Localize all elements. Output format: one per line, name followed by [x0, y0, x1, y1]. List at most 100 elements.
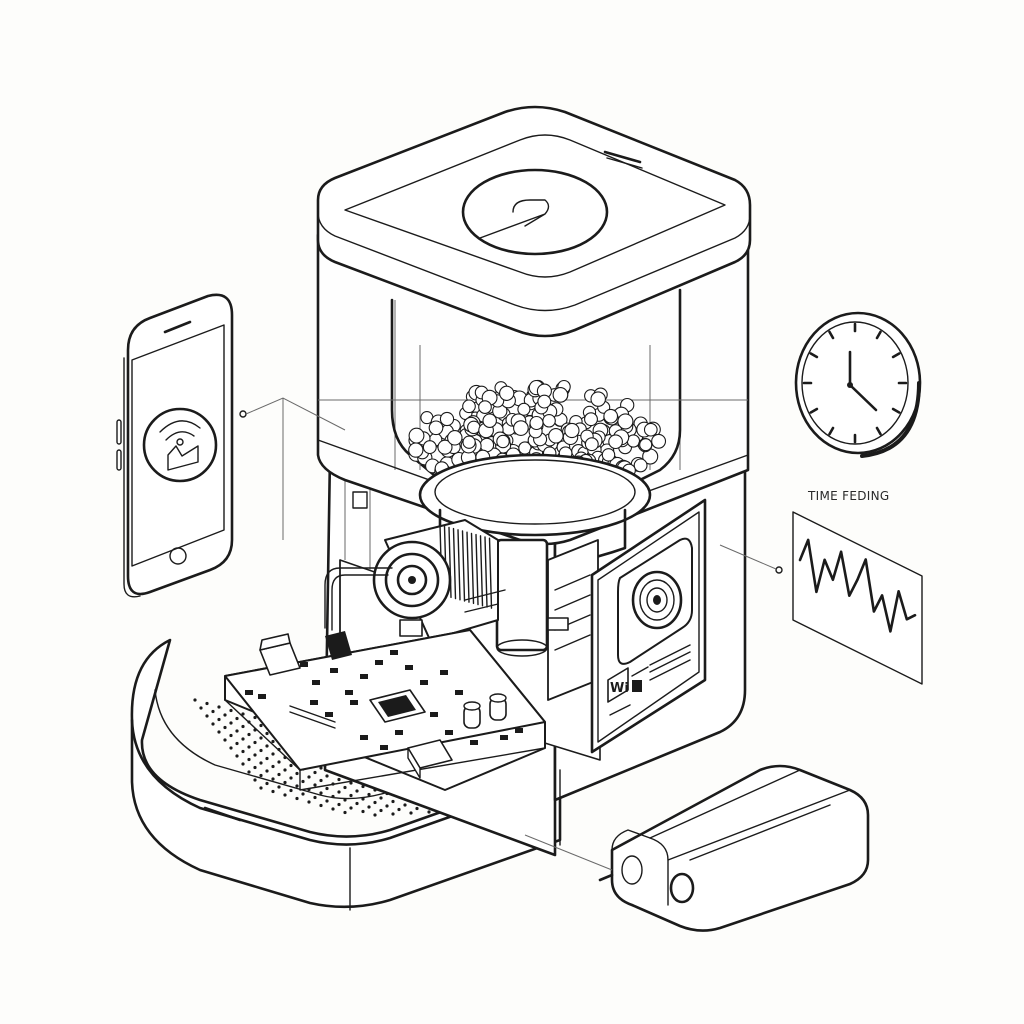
perforation	[253, 765, 257, 770]
perforation	[385, 804, 389, 808]
kibble	[590, 391, 606, 407]
perforation	[259, 723, 263, 728]
perforation	[241, 749, 245, 754]
kibble	[462, 399, 476, 414]
perforation	[301, 779, 305, 784]
smd-component	[345, 690, 353, 695]
perforation	[217, 730, 221, 734]
perforation	[271, 764, 275, 769]
perforation	[241, 712, 245, 716]
smd-component	[258, 694, 266, 699]
perforation	[223, 725, 227, 730]
perforation	[259, 773, 263, 778]
kibble	[651, 433, 667, 449]
gear-tooth	[484, 536, 488, 608]
smd-component	[445, 730, 453, 735]
perforation	[229, 721, 233, 725]
smd-component	[325, 712, 333, 717]
smd-component	[300, 662, 308, 667]
perforation	[319, 791, 323, 795]
smd-component	[420, 680, 428, 685]
kibble	[408, 442, 424, 458]
perforation	[313, 770, 317, 775]
perforation	[229, 708, 233, 713]
perforation	[265, 744, 269, 748]
perforation	[361, 797, 365, 801]
perforation	[289, 763, 293, 768]
perforation	[325, 799, 329, 803]
motor-icon	[372, 519, 549, 657]
perforation	[283, 780, 287, 785]
perforation	[211, 722, 215, 726]
smd-component	[380, 745, 388, 750]
perforation	[349, 793, 353, 798]
perforation	[235, 754, 239, 758]
smd-component	[360, 674, 368, 679]
kibble	[408, 427, 425, 444]
wifi-badge-label: Wi	[610, 681, 629, 696]
perforation	[319, 778, 323, 783]
kibble	[603, 408, 619, 424]
gear-tooth	[466, 531, 470, 603]
smd-component	[405, 665, 413, 670]
clock-tick	[875, 426, 882, 436]
smd-component	[440, 670, 448, 675]
perforation	[337, 777, 341, 782]
kibble	[601, 448, 616, 462]
perforation	[289, 776, 293, 780]
perforation	[325, 774, 329, 778]
perforation	[271, 777, 275, 781]
perforation	[259, 748, 263, 753]
perforation	[367, 805, 371, 809]
perforation	[289, 788, 293, 793]
kibble	[643, 422, 658, 437]
perforation	[283, 793, 287, 797]
kibble	[462, 435, 476, 449]
perforation	[277, 785, 281, 789]
perforation	[247, 757, 251, 762]
smd-component	[350, 700, 358, 705]
kibble	[548, 428, 564, 444]
perforation	[247, 770, 251, 774]
perforation	[313, 795, 317, 800]
perforation	[343, 798, 347, 802]
perforation	[301, 792, 305, 796]
kibble	[499, 385, 515, 401]
perforation	[247, 732, 251, 737]
perforation	[391, 799, 395, 804]
clock-icon	[794, 311, 922, 458]
perforation	[295, 784, 299, 788]
kibble	[564, 422, 580, 439]
perforation	[379, 796, 383, 800]
perforation	[265, 731, 269, 736]
smd-component	[330, 668, 338, 673]
perforation	[229, 733, 233, 738]
clock-caption: TIME FEDING	[807, 489, 889, 503]
kibble	[542, 414, 556, 428]
leader-lines	[239, 397, 783, 871]
kibble	[439, 411, 455, 427]
clock-tick	[828, 426, 835, 436]
perforation	[373, 800, 377, 805]
perforation	[253, 715, 257, 720]
perforation	[223, 713, 227, 717]
perforation	[361, 809, 365, 814]
perforation	[319, 803, 323, 808]
smd-component	[375, 660, 383, 665]
smartphone-icon	[116, 293, 234, 598]
perforation	[409, 811, 413, 815]
gear-tooth	[488, 537, 493, 609]
perforation	[253, 778, 257, 782]
perforation	[325, 786, 329, 791]
perforation	[391, 812, 395, 816]
perforation	[307, 775, 311, 779]
perforation	[205, 714, 209, 718]
kibble	[428, 420, 444, 436]
kibble	[517, 402, 531, 416]
perforation	[313, 783, 317, 787]
kibble	[552, 387, 569, 403]
perforation	[229, 746, 233, 750]
kibble	[633, 458, 648, 473]
